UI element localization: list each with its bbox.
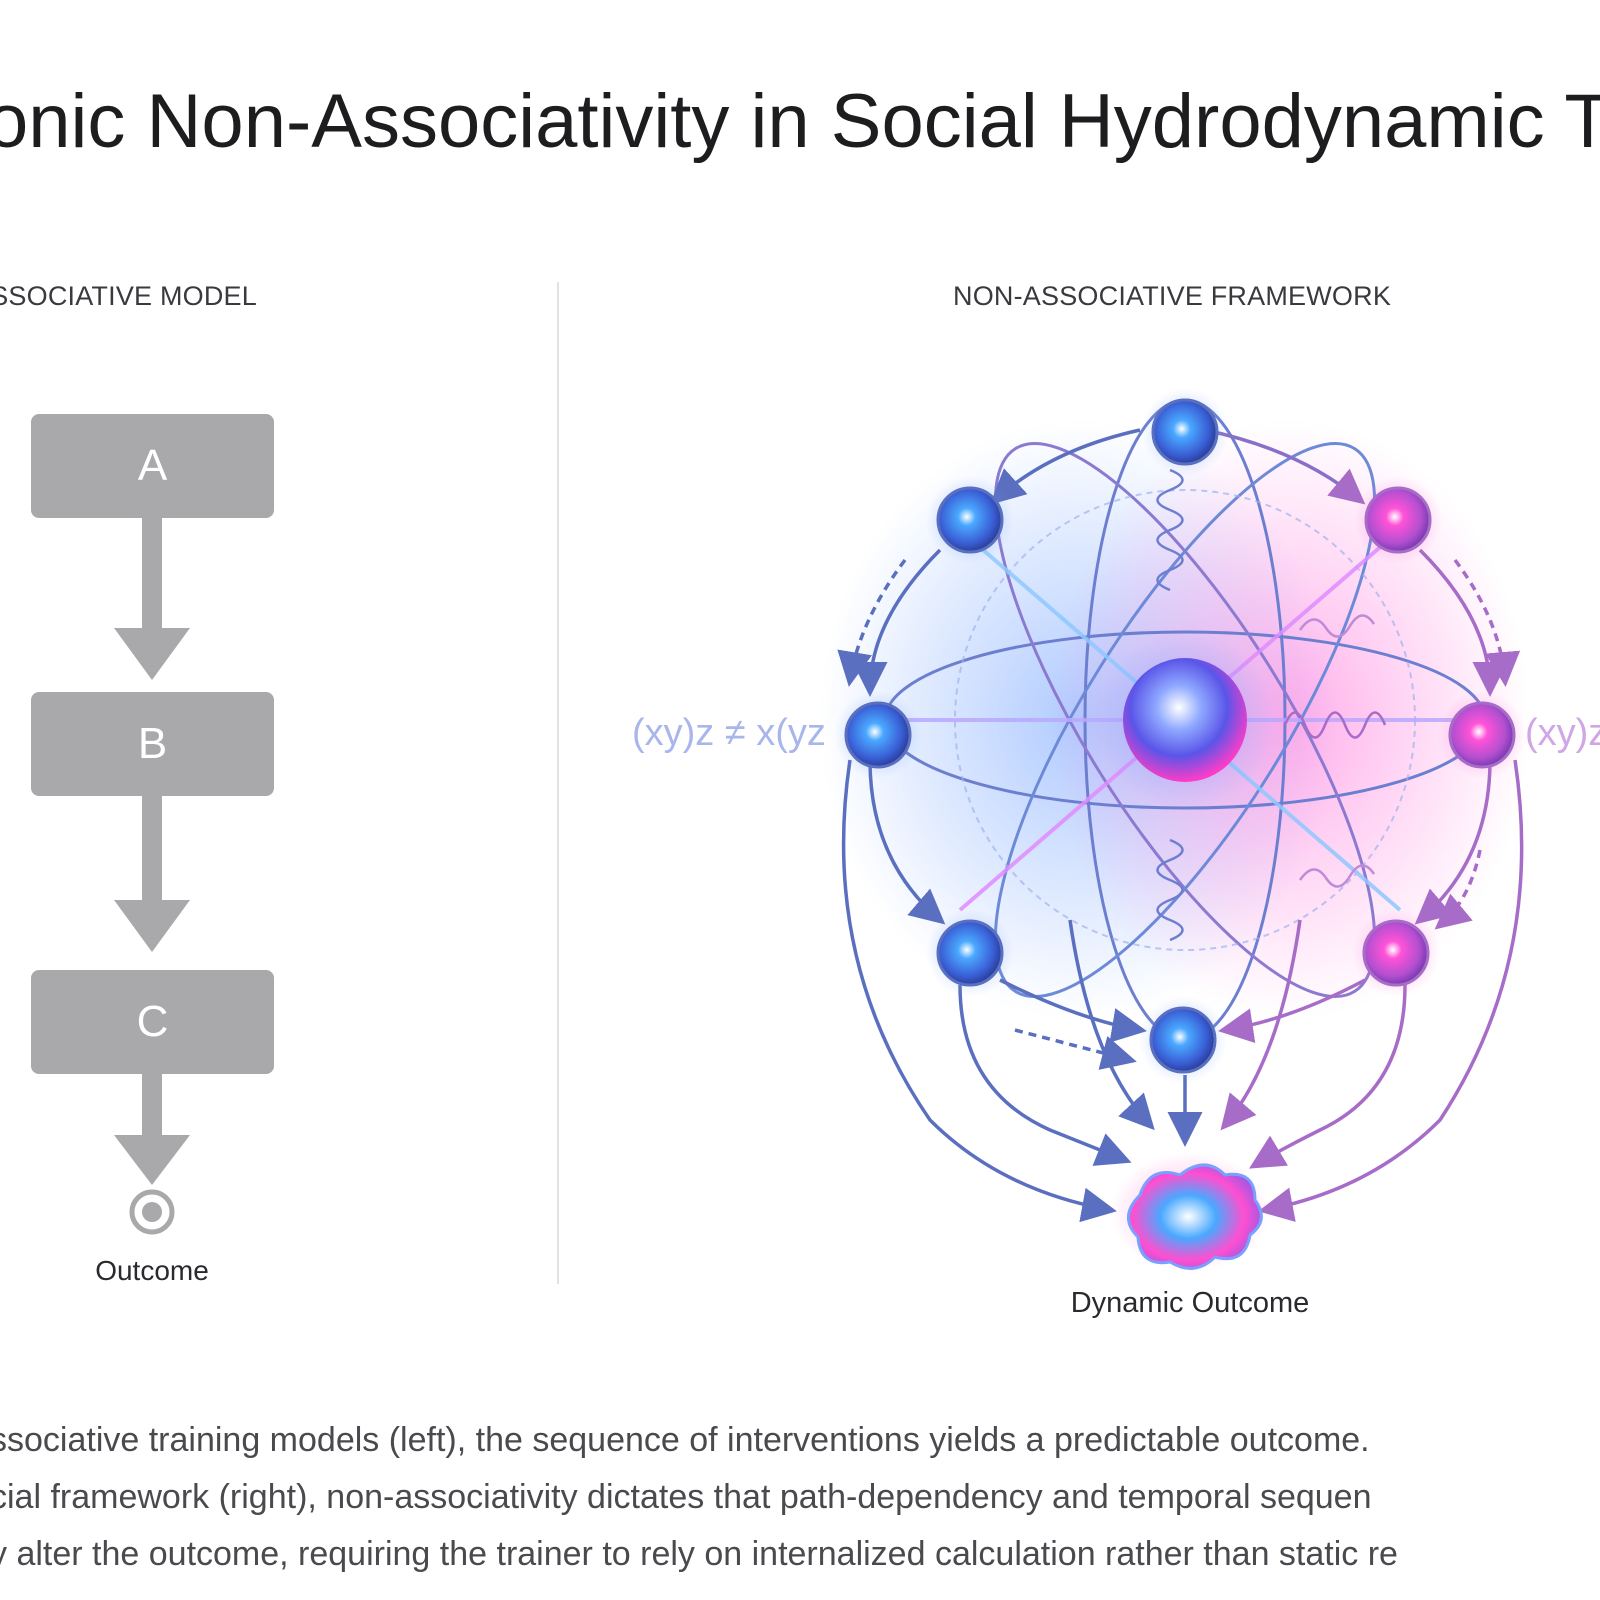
node-upper-right <box>1354 476 1442 564</box>
central-core <box>1123 658 1247 782</box>
node-lower-left <box>926 909 1014 997</box>
network-nodes <box>834 388 1526 1084</box>
dynamic-outcome-label: Dynamic Outcome <box>1070 1287 1310 1319</box>
arrow-head-b-c <box>114 900 190 952</box>
node-top <box>1141 388 1229 476</box>
node-c: C <box>31 970 274 1074</box>
outcome-label: Outcome <box>95 1255 209 1286</box>
arrow-shaft-b-c <box>142 782 162 902</box>
node-a: A <box>31 414 274 518</box>
helix-coils <box>1156 468 1387 942</box>
caption-line-3: y alter the outcome, requiring the train… <box>0 1535 1398 1573</box>
outer-connectors <box>837 428 1521 1070</box>
arrow-shaft-a-b <box>142 510 162 630</box>
arrow-shaft-c-outcome <box>142 1054 162 1138</box>
node-b: B <box>31 692 274 796</box>
caption-line-2: cial framework (right), non-associativit… <box>0 1478 1372 1516</box>
node-left <box>834 691 922 779</box>
associative-model-label: ASSOCIATIVE MODEL <box>0 281 257 311</box>
equation-left: (xy)z ≠ x(yz <box>632 712 826 754</box>
outcome-target-dot <box>142 1202 162 1222</box>
panel-divider <box>557 282 559 1284</box>
figure-caption: ssociative training models (left), the s… <box>0 1412 1600 1583</box>
page-title: onic Non-Associativity in Social Hydrody… <box>0 79 1600 164</box>
non-associative-framework-label: NON-ASSOCIATIVE FRAMEWORK <box>953 281 1392 311</box>
arrow-head-c-outcome <box>114 1135 190 1185</box>
node-bottom <box>1139 996 1227 1084</box>
equation-right: (xy)z <box>1525 712 1600 754</box>
node-right <box>1438 691 1526 779</box>
arrow-head-a-b <box>114 628 190 680</box>
node-lower-right <box>1352 909 1440 997</box>
outcome-flows <box>841 759 1524 1223</box>
caption-line-1: ssociative training models (left), the s… <box>0 1421 1370 1459</box>
dynamic-outcome-blob <box>1127 1163 1263 1270</box>
node-upper-left <box>926 476 1014 564</box>
